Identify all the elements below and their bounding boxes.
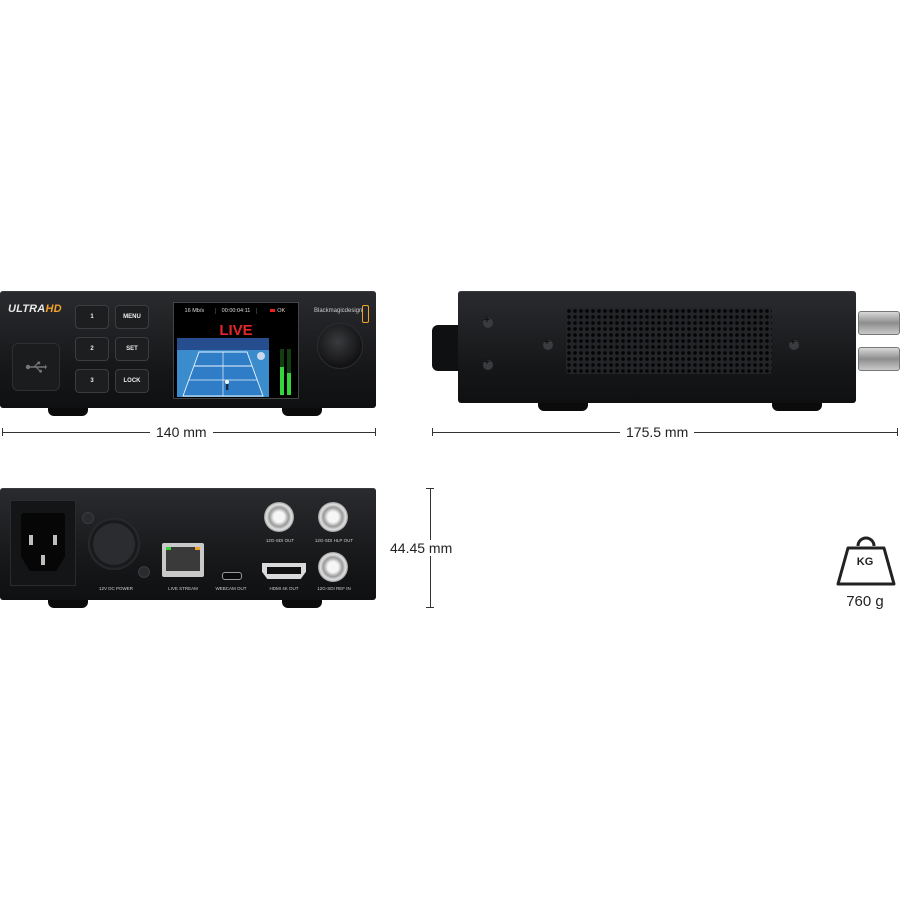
rear-foot-right (282, 600, 322, 608)
depth-label: 175.5 mm (620, 424, 695, 440)
side-knob-profile (432, 325, 460, 371)
hdmi-port (262, 563, 306, 579)
live-label: LIVE (219, 322, 253, 339)
lock-button[interactable]: LOCK (115, 369, 149, 393)
status-readout: OK (257, 308, 298, 314)
screw-icon (543, 337, 553, 350)
button-3[interactable]: 3 (75, 369, 109, 393)
menu-button[interactable]: MENU (115, 305, 149, 329)
weight-icon-label: KG (856, 556, 874, 568)
set-button[interactable]: SET (115, 337, 149, 361)
xlr-locking-screw (82, 512, 94, 524)
side-bnc-connector-top (858, 311, 900, 335)
screw-icon (483, 315, 493, 328)
port-label-sdi-hlp-out: 12G-SDI HLP OUT (314, 538, 354, 543)
port-label-hdmi-4k-out: HDMI 4K OUT (269, 586, 299, 591)
rear-view: 12V DC POWER LIVE STREAM WEBCAM OUT HDMI… (0, 488, 376, 610)
screw-icon (789, 337, 799, 350)
depth-tick-left (432, 428, 433, 436)
ethernet-port (162, 543, 204, 577)
usb-port (12, 343, 60, 391)
height-label: 44.45 mm (384, 540, 459, 556)
port-label-sdi-out: 12G-SDI OUT (265, 538, 295, 543)
depth-tick-right (897, 428, 898, 436)
front-panel: ULTRAHD 1 MENU 2 SET 3 LOCK 16 Mb/s 00:0… (0, 291, 376, 408)
lcd-status-bar: 16 Mb/s 00:00:04:11 OK (174, 303, 298, 319)
button-1[interactable]: 1 (75, 305, 109, 329)
control-knob[interactable] (317, 323, 363, 369)
record-dot-icon (270, 309, 276, 312)
port-label-live-stream: LIVE STREAM (168, 586, 198, 591)
xlr-dc-power-connector (88, 518, 140, 570)
audio-meter-left (280, 349, 284, 395)
brand-label: Blackmagicdesign (314, 308, 363, 314)
front-view: ULTRAHD 1 MENU 2 SET 3 LOCK 16 Mb/s 00:0… (0, 291, 376, 416)
tennis-court-image (177, 338, 269, 397)
brand-logo-icon (362, 305, 369, 323)
lcd-screen: 16 Mb/s 00:00:04:11 OK LIVE (173, 302, 299, 399)
xlr-locking-screw (138, 566, 150, 578)
width-label: 140 mm (150, 424, 213, 440)
usb-icon (25, 361, 47, 373)
bnc-sdi-out (264, 502, 294, 532)
side-foot-right (772, 403, 822, 411)
button-2[interactable]: 2 (75, 337, 109, 361)
front-foot-right (282, 408, 322, 416)
ventilation-grille (566, 308, 772, 374)
power-inlet (10, 500, 76, 586)
port-label-sdi-ref-in: 12G-SDI REF IN (317, 586, 351, 591)
audio-meter-right (287, 349, 291, 395)
screw-icon (483, 357, 493, 370)
bnc-sdi-hlp-out (318, 502, 348, 532)
timecode-readout: 00:00:04:11 (216, 308, 258, 314)
weight-icon (836, 536, 896, 586)
width-tick-left (2, 428, 3, 436)
video-preview (177, 338, 269, 397)
bnc-sdi-ref-in (318, 552, 348, 582)
ultrahd-logo: ULTRAHD (8, 303, 62, 315)
height-tick-top (426, 488, 434, 489)
front-foot-left (48, 408, 88, 416)
port-label-dc-power: 12V DC POWER (98, 586, 133, 591)
height-tick-bottom (426, 607, 434, 608)
side-foot-left (538, 403, 588, 411)
usbc-port (222, 572, 242, 580)
port-label-webcam-out: WEBCAM OUT (215, 586, 247, 591)
bitrate-readout: 16 Mb/s (174, 308, 216, 314)
side-bnc-connector-bottom (858, 347, 900, 371)
weight-value: 760 g (846, 593, 884, 610)
width-tick-right (375, 428, 376, 436)
rear-foot-left (48, 600, 88, 608)
